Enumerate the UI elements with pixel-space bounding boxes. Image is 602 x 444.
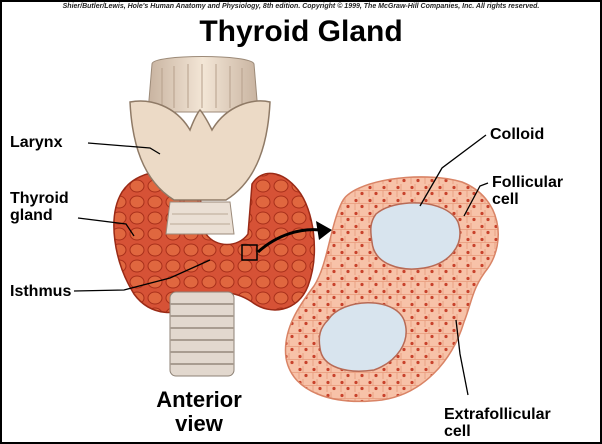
upper-airway	[148, 57, 258, 113]
copyright-notice: Shier/Butler/Lewis, Hole's Human Anatomy…	[2, 3, 600, 10]
label-colloid: Colloid	[490, 126, 544, 143]
label-extrafollicular-cell: Extrafollicular cell	[444, 406, 551, 440]
label-larynx: Larynx	[10, 134, 62, 151]
label-thyroid-gland: Thyroid gland	[10, 190, 69, 224]
label-isthmus: Isthmus	[10, 283, 71, 300]
page-title: Thyroid Gland	[2, 15, 600, 49]
extrafollicular-cell-leader	[456, 320, 468, 395]
trachea	[170, 292, 234, 376]
magnify-arrow-head	[316, 221, 332, 240]
label-follicular-cell: Follicular cell	[492, 174, 563, 208]
label-anterior-view: Anterior view	[134, 388, 264, 436]
colloid-upper	[371, 203, 460, 269]
